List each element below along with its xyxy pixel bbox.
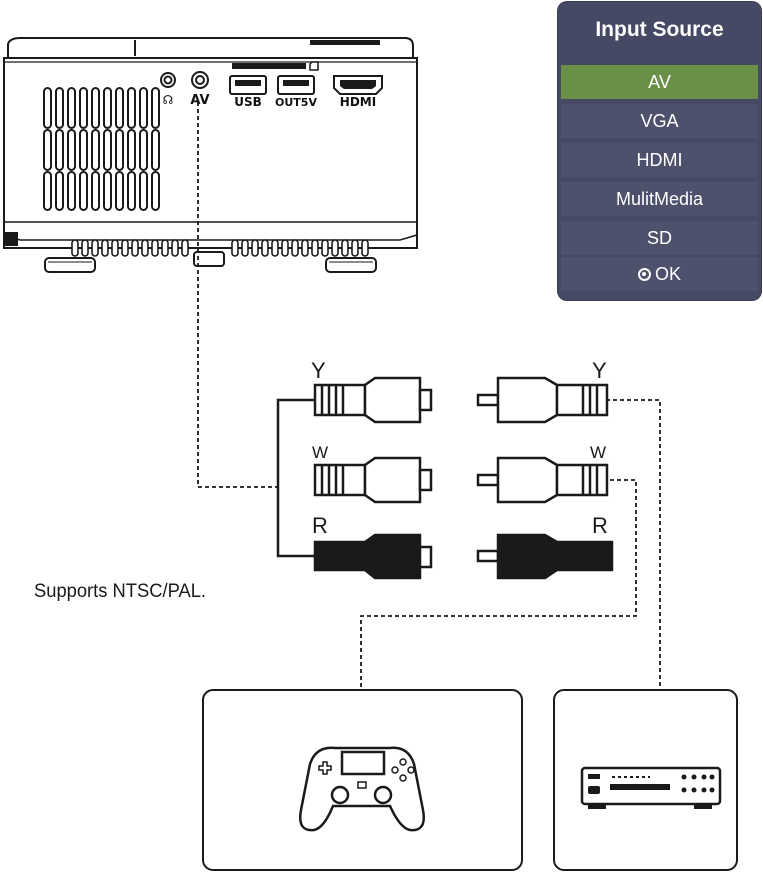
format-note: Supports NTSC/PAL. <box>34 581 206 602</box>
left-plug-w <box>313 456 433 504</box>
right-label-y: Y <box>592 358 607 383</box>
usb-port <box>229 75 267 95</box>
hdmi-label: HDMI <box>340 95 376 109</box>
menu-title: Input Source <box>595 18 724 41</box>
menu-item-vga[interactable]: VGA <box>561 104 758 138</box>
right-plug-y <box>476 376 609 424</box>
left-label-w: W <box>312 443 328 462</box>
hdmi-port <box>333 75 383 95</box>
right-plug-w <box>476 456 609 504</box>
ok-label: OK <box>654 264 681 284</box>
headphone-port <box>160 72 176 88</box>
cable-bundle-left <box>276 398 315 558</box>
menu-ok-button[interactable]: OK <box>561 257 758 291</box>
projector <box>3 37 418 273</box>
menu-item-sd[interactable]: SD <box>561 221 758 255</box>
vent-grille <box>43 87 160 211</box>
menu-item-hdmi[interactable]: HDMI <box>561 143 758 177</box>
out5v-port <box>277 75 315 95</box>
menu-item-multimedia[interactable]: MulitMedia <box>561 182 758 216</box>
av-port <box>191 71 209 89</box>
usb-label: USB <box>234 95 262 109</box>
sd-card-slot <box>232 61 319 71</box>
dvd-player-icon <box>580 766 722 809</box>
left-label-r: R <box>312 513 328 538</box>
av-port-label: AV <box>190 93 209 108</box>
headphone-label: ☊ <box>163 93 174 107</box>
gamepad-icon <box>299 746 425 832</box>
right-label-r: R <box>592 513 608 538</box>
signal-wires <box>197 102 661 688</box>
left-plug-y <box>313 376 433 424</box>
left-label-y: Y <box>311 358 326 383</box>
left-plug-r <box>313 533 433 580</box>
bottom-vent <box>71 239 369 257</box>
out5v-label: OUT5V <box>275 96 317 109</box>
ok-circle-icon <box>637 267 651 281</box>
right-plug-r <box>476 533 614 580</box>
menu-item-av[interactable]: AV <box>561 65 758 99</box>
input-source-menu: Input Source AV VGA HDMI MulitMedia SD O… <box>558 2 761 300</box>
right-label-w: W <box>590 443 606 462</box>
